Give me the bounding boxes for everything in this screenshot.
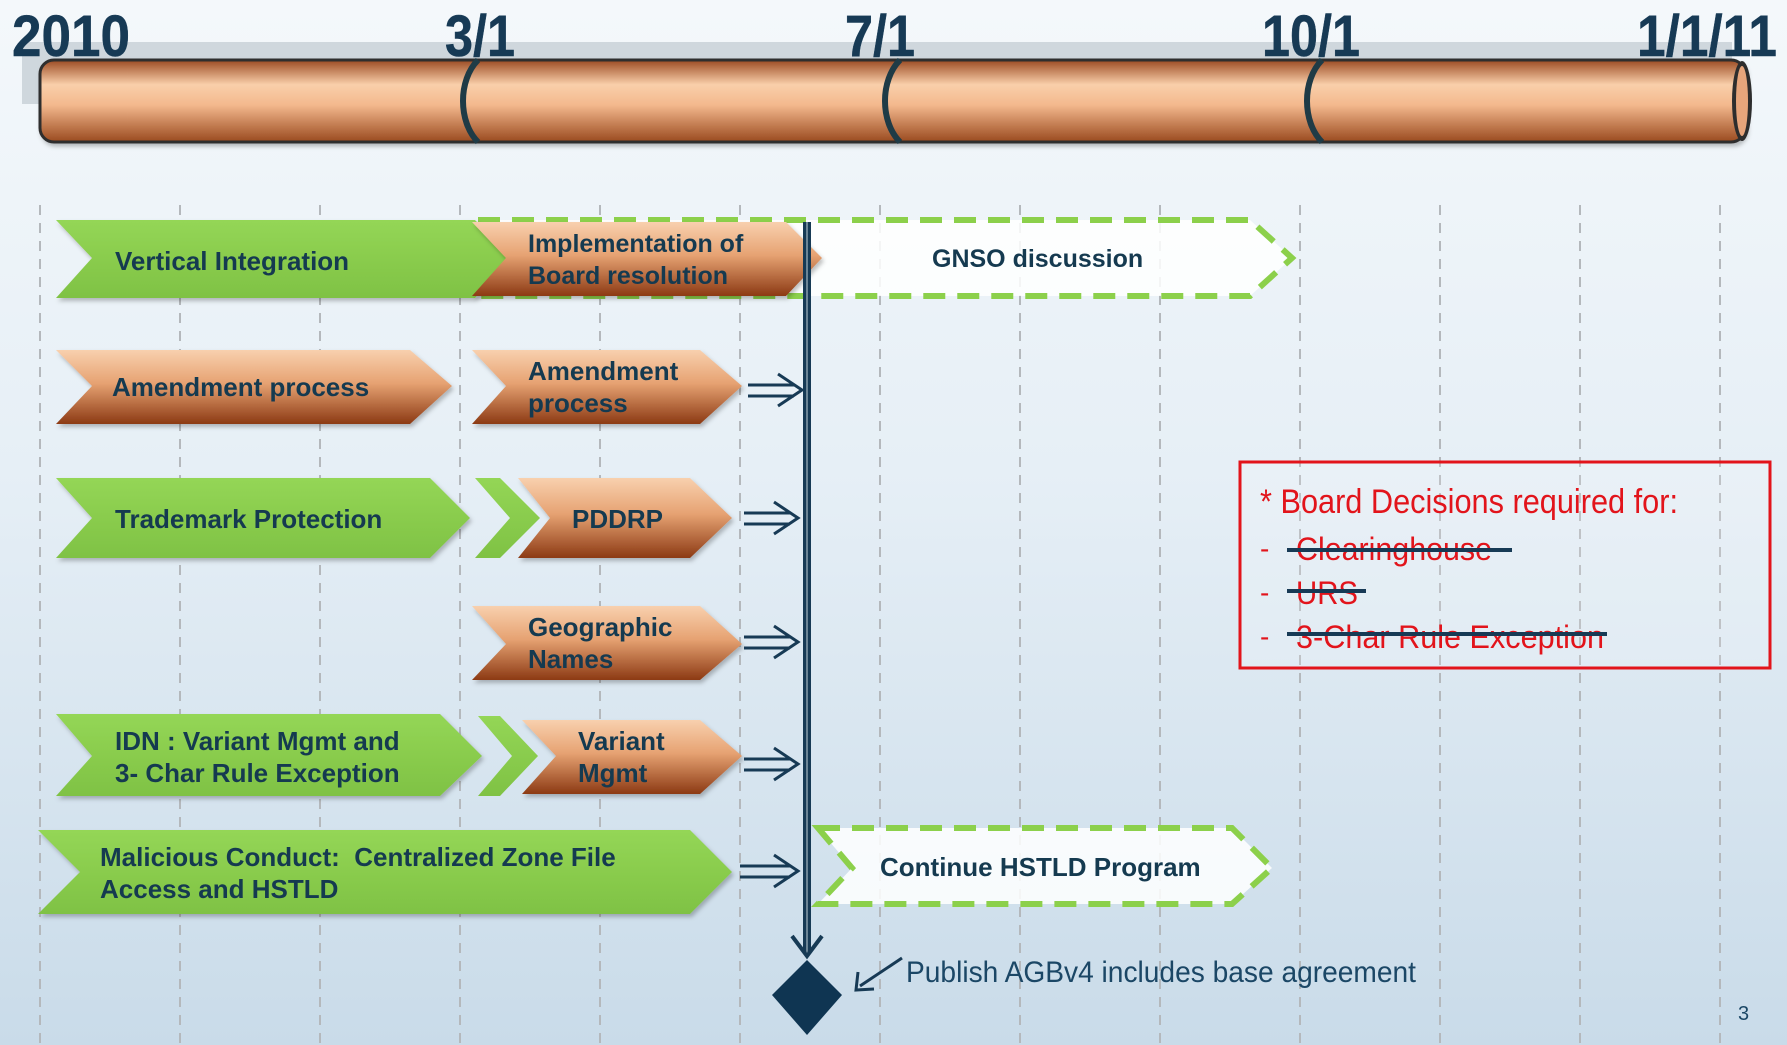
variant-mgmt-label-2: Mgmt [578, 758, 648, 788]
geographic-names-label-1: Geographic [528, 612, 672, 642]
timeline-bar [22, 42, 1752, 145]
geographic-names-label-2: Names [528, 644, 613, 674]
timeline-label-oct: 10/1 [1262, 4, 1360, 69]
row-trademark: Trademark Protection PDDRP [56, 478, 732, 558]
grid-lines [39, 205, 1721, 1045]
idn-connector-chevron [478, 716, 538, 796]
milestone-line [772, 222, 842, 1035]
vertical-integration-chevron [56, 220, 512, 298]
hstld-dashed-arrow [811, 825, 1277, 907]
timeline-label-2010: 2010 [12, 4, 130, 69]
board-item-bullet: - [1260, 533, 1269, 564]
board-item-bullet: - [1260, 621, 1269, 652]
trademark-protection-label: Trademark Protection [115, 504, 382, 534]
page-number: 3 [1738, 1003, 1749, 1025]
gnso-discussion-label: GNSO discussion [932, 245, 1143, 273]
arrow-variant [744, 746, 801, 782]
amendment-process-label: Amendment process [112, 372, 369, 402]
arrow-malicious [740, 853, 801, 889]
row-malicious: Malicious Conduct: Centralized Zone File… [38, 825, 1277, 914]
pddrp-label: PDDRP [572, 504, 663, 534]
row-amendment: Amendment process Amendment process [56, 350, 742, 424]
vertical-integration-label: Vertical Integration [115, 246, 349, 276]
idn-label-2: 3- Char Rule Exception [115, 758, 400, 788]
board-resolution-label-1: Implementation of [528, 230, 744, 258]
timeline-label-mar: 3/1 [445, 4, 515, 69]
malicious-conduct-label-2: Access and HSTLD [100, 874, 338, 904]
timeline-label-jan: 1/1/11 [1637, 4, 1777, 69]
pddrp-chevron [518, 478, 732, 558]
amendment-step-chevron [472, 350, 742, 424]
board-decisions-box: * Board Decisions required for: - Cleari… [1238, 460, 1772, 670]
row-geographic: Geographic Names [472, 606, 742, 680]
idn-chevron [56, 714, 482, 796]
board-resolution-label-2: Board resolution [528, 262, 728, 290]
milestone-callout: Publish AGBv4 includes base agreement [854, 956, 1417, 992]
variant-mgmt-chevron [522, 720, 742, 794]
arrow-amendment [748, 372, 805, 408]
board-item-bullet: - [1260, 577, 1269, 608]
milestone-label: Publish AGBv4 includes base agreement [906, 956, 1417, 989]
connector-arrows [740, 372, 805, 889]
idn-label-1: IDN : Variant Mgmt and [115, 726, 400, 756]
amendment-step-label-2: process [528, 388, 628, 418]
row-idn: IDN : Variant Mgmt and 3- Char Rule Exce… [56, 714, 742, 796]
timeline-labels: 2010 3/1 7/1 10/1 1/1/11 [12, 4, 1778, 70]
malicious-conduct-chevron [38, 830, 732, 914]
amendment-step-label-1: Amendment [528, 356, 679, 386]
board-decisions-title: * Board Decisions required for: [1260, 483, 1678, 521]
board-item-3char: 3-Char Rule Exception [1296, 619, 1604, 655]
trademark-connector-chevron [475, 478, 540, 558]
geographic-names-chevron [472, 606, 742, 680]
variant-mgmt-label-1: Variant [578, 726, 665, 756]
row-vertical-integration: Vertical Integration Implementation of B… [56, 217, 1297, 299]
arrow-pddrp [744, 500, 801, 536]
board-resolution-chevron [472, 222, 822, 296]
arrow-geographic [744, 624, 801, 660]
malicious-conduct-label-1: Malicious Conduct: Centralized Zone File [100, 842, 616, 872]
amendment-process-chevron [56, 350, 452, 424]
trademark-protection-chevron [56, 478, 470, 558]
hstld-program-label: Continue HSTLD Program [880, 852, 1201, 882]
milestone-diamond [772, 960, 842, 1035]
timeline-label-jul: 7/1 [845, 4, 915, 69]
